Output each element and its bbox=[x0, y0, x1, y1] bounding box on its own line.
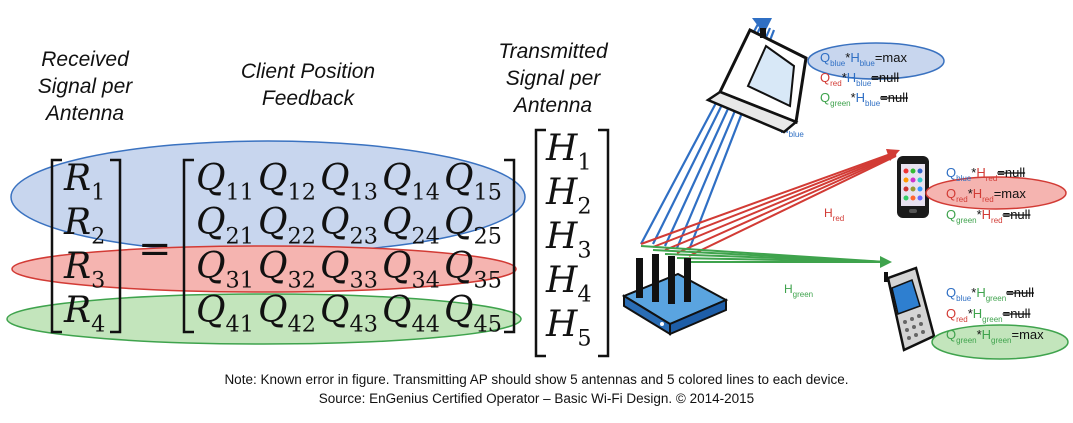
cellphone-icon bbox=[884, 266, 936, 352]
header-line: Client Position bbox=[240, 60, 376, 83]
q-element: Q33 bbox=[320, 246, 378, 293]
smartphone-max-highlight bbox=[925, 176, 1067, 210]
green-row-highlight bbox=[6, 293, 522, 345]
cellphone-max-highlight bbox=[931, 324, 1069, 360]
h-red-label: Hred bbox=[824, 206, 844, 223]
r-left-bracket bbox=[50, 158, 62, 334]
source-line: Source: EnGenius Certified Operator – Ba… bbox=[318, 391, 755, 406]
q-element: Q14 bbox=[382, 158, 440, 205]
q-element: Q24 bbox=[382, 202, 440, 249]
q-left-bracket bbox=[182, 158, 194, 334]
q-element: Q45 bbox=[444, 290, 502, 337]
q-element: Q43 bbox=[320, 290, 378, 337]
r-element: R2 bbox=[63, 202, 105, 249]
q-element: Q15 bbox=[444, 158, 502, 205]
q-element: Q12 bbox=[258, 158, 316, 205]
q-right-bracket bbox=[504, 158, 516, 334]
green-beam bbox=[640, 245, 892, 268]
received-signal-header: Received Signal per Antenna bbox=[20, 46, 150, 127]
h-green-label: Hgreen bbox=[784, 282, 813, 299]
r-element: R3 bbox=[63, 246, 105, 293]
q-element: Q41 bbox=[196, 290, 254, 337]
r-right-bracket bbox=[110, 158, 122, 334]
header-line: Feedback bbox=[261, 87, 355, 110]
note-line: Note: Known error in figure. Transmittin… bbox=[224, 372, 849, 387]
r-element: R4 bbox=[63, 290, 105, 337]
q-element: Q44 bbox=[382, 290, 440, 337]
r-element: R1 bbox=[63, 158, 105, 205]
h-element: H4 bbox=[545, 260, 592, 307]
laptop-equations: Qblue*Hblue=maxQred*Hblue=nullQgreen*Hbl… bbox=[820, 50, 908, 108]
q-element: Q13 bbox=[320, 158, 378, 205]
q-element: Q35 bbox=[444, 246, 502, 293]
laptop-max-highlight bbox=[807, 42, 945, 80]
header-line: Received bbox=[41, 48, 129, 71]
header-line: Signal per bbox=[37, 75, 133, 98]
device-equation: Qred*Hblue=null bbox=[820, 70, 899, 88]
device-equation: Qblue*Hred=null bbox=[946, 165, 1025, 183]
q-element: Q25 bbox=[444, 202, 502, 249]
red-row-highlight bbox=[11, 245, 517, 293]
h-left-bracket bbox=[534, 128, 546, 358]
q-element: Q11 bbox=[196, 158, 254, 205]
header-line: Transmitted bbox=[498, 40, 608, 63]
device-equation: Qred*Hgreen=null bbox=[946, 306, 1031, 324]
h-right-bracket bbox=[598, 128, 610, 358]
h-element: H1 bbox=[545, 128, 592, 175]
header-line: Antenna bbox=[513, 94, 593, 117]
device-equation: Qblue*Hgreen=null bbox=[946, 285, 1034, 303]
q-element: Q23 bbox=[320, 202, 378, 249]
q-element: Q32 bbox=[258, 246, 316, 293]
q-element: Q34 bbox=[382, 246, 440, 293]
equals-sign: = bbox=[138, 226, 172, 272]
cellphone-equations: Qblue*Hgreen=nullQred*Hgreen=nullQgreen*… bbox=[946, 285, 1044, 345]
device-equation: Qgreen*Hblue=null bbox=[820, 90, 908, 108]
q-element: Q42 bbox=[258, 290, 316, 337]
q-element: Q31 bbox=[196, 246, 254, 293]
smartphone-equations: Qblue*Hred=nullQred*Hred=maxQgreen*Hred=… bbox=[946, 165, 1031, 225]
q-element: Q22 bbox=[258, 202, 316, 249]
h-element: H3 bbox=[545, 216, 592, 263]
header-line: Signal per bbox=[505, 67, 601, 90]
device-equation: Qblue*Hblue=max bbox=[820, 50, 907, 68]
red-beam bbox=[640, 149, 900, 257]
h-element: H2 bbox=[545, 172, 592, 219]
laptop-icon bbox=[705, 27, 808, 134]
device-equation: Qgreen*Hred=null bbox=[946, 207, 1031, 225]
h-element: H5 bbox=[545, 304, 592, 351]
header-line: Antenna bbox=[45, 102, 125, 125]
q-element: Q21 bbox=[196, 202, 254, 249]
client-feedback-header: Client Position Feedback bbox=[218, 58, 398, 112]
access-point-icon bbox=[621, 254, 729, 336]
smartphone-icon bbox=[897, 156, 929, 218]
transmitted-signal-header: Transmitted Signal per Antenna bbox=[478, 38, 628, 119]
device-equation: Qred*Hred=max bbox=[946, 186, 1026, 204]
device-equation: Qgreen*Hgreen=max bbox=[946, 327, 1044, 345]
